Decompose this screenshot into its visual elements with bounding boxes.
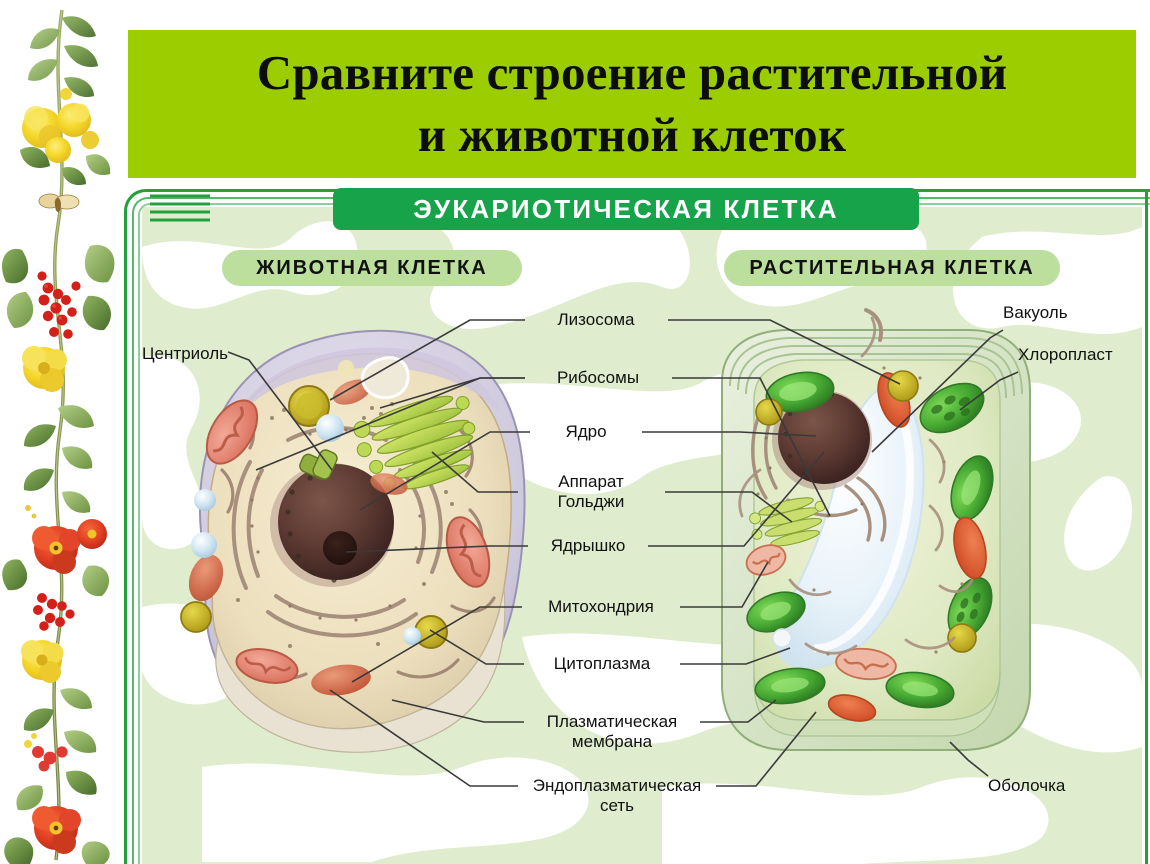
label-centriole: Центриоль bbox=[141, 344, 228, 363]
label-nucleolus: Ядрышко bbox=[550, 536, 626, 555]
label-plasma-membrane: Плазматическая мембрана bbox=[546, 712, 678, 752]
botanical-border-decoration bbox=[0, 0, 120, 864]
title-line-2: и животной клеток bbox=[417, 107, 847, 162]
label-endoplasmic-reticulum: Эндоплазматическая сеть bbox=[532, 776, 702, 816]
label-ribosomes: Рибосомы bbox=[556, 368, 640, 387]
section-title-animal-cell: ЖИВОТНАЯ КЛЕТКА bbox=[222, 250, 522, 286]
panel-border-inner bbox=[138, 203, 1150, 864]
label-cytoplasm: Цитоплазма bbox=[553, 654, 651, 673]
diagram-header-label: ЭУКАРИОТИЧЕСКАЯ КЛЕТКА bbox=[413, 193, 839, 224]
label-chloroplast: Хлоропласт bbox=[1018, 345, 1113, 364]
label-cell-wall: Оболочка bbox=[988, 776, 1066, 795]
section-title-plant-cell-label: РАСТИТЕЛЬНАЯ КЛЕТКА bbox=[749, 256, 1035, 279]
panel-border-right bbox=[1145, 189, 1148, 864]
header-stripes-decoration bbox=[150, 190, 210, 230]
label-golgi-apparatus: Аппарат Гольджи bbox=[557, 472, 625, 512]
diagram-header-banner: ЭУКАРИОТИЧЕСКАЯ КЛЕТКА bbox=[333, 188, 919, 230]
title-line-1: Сравните строение растительной bbox=[256, 45, 1008, 101]
section-title-plant-cell: РАСТИТЕЛЬНАЯ КЛЕТКА bbox=[724, 250, 1060, 286]
label-mitochondrion: Митохондрия bbox=[548, 597, 654, 616]
page-title: Сравните строение растительной и животно… bbox=[128, 30, 1136, 178]
diagram-panel bbox=[120, 185, 1150, 864]
section-title-animal-cell-label: ЖИВОТНАЯ КЛЕТКА bbox=[256, 256, 488, 279]
label-nucleus: Ядро bbox=[565, 422, 607, 441]
label-vacuole: Вакуоль bbox=[1003, 303, 1068, 322]
label-lysosome: Лизосома bbox=[557, 310, 635, 329]
